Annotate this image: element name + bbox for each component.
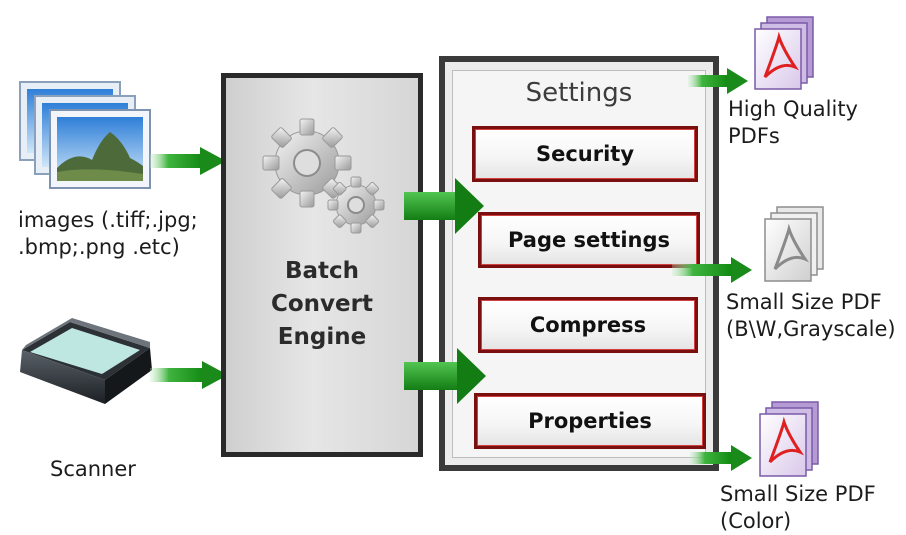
color-pdf-label-line1: Small Size PDF	[720, 482, 876, 506]
engine-title-line2: Convert	[271, 291, 373, 317]
images-arrow-icon	[150, 147, 226, 175]
grayscale-output-arrow-icon	[672, 257, 752, 283]
color-pdf-icon	[754, 16, 814, 90]
settings-title: Settings	[525, 78, 633, 108]
scanner-arrow-icon	[150, 361, 228, 389]
color-pdf-label-line2: (Color)	[720, 509, 792, 533]
color-pdf-label: Small Size PDF (Color)	[720, 481, 876, 535]
grayscale-pdf-label-line1: Small Size PDF	[726, 290, 882, 314]
color-output-arrow-icon	[690, 445, 752, 471]
images-label: images (.tiff;.jpg; .bmp;.png .etc)	[18, 207, 198, 261]
engine-title-line1: Batch	[284, 258, 360, 284]
images-label-line2: .bmp;.png .etc)	[18, 235, 180, 259]
scanner-label: Scanner	[50, 457, 136, 481]
high-quality-pdf-label-line2: PDFs	[728, 124, 780, 148]
images-label-line1: images (.tiff;.jpg;	[18, 208, 198, 232]
compress-button[interactable]: Compress	[478, 297, 698, 353]
grayscale-pdf-icon	[764, 206, 824, 282]
grayscale-pdf-label: Small Size PDF (B\W,Grayscale)	[726, 289, 896, 343]
images-stack-icon	[19, 81, 151, 189]
high-quality-pdf-label-line1: High Quality	[728, 97, 858, 121]
high-quality-pdf-label: High Quality PDFs	[728, 96, 858, 150]
engine-to-settings-arrow-2-icon	[404, 348, 486, 404]
page-settings-button[interactable]: Page settings	[478, 212, 700, 268]
scanner-icon	[20, 318, 152, 404]
grayscale-pdf-label-line2: (B\W,Grayscale)	[726, 317, 896, 341]
high-quality-output-arrow-icon	[688, 68, 748, 94]
engine-title-line3: Engine	[277, 324, 367, 350]
engine-title: Batch Convert Engine	[221, 255, 423, 354]
properties-button[interactable]: Properties	[474, 393, 706, 449]
engine-to-settings-arrow-icon	[404, 178, 484, 234]
color-pdf-small-icon	[759, 401, 819, 477]
security-button[interactable]: Security	[472, 126, 698, 182]
